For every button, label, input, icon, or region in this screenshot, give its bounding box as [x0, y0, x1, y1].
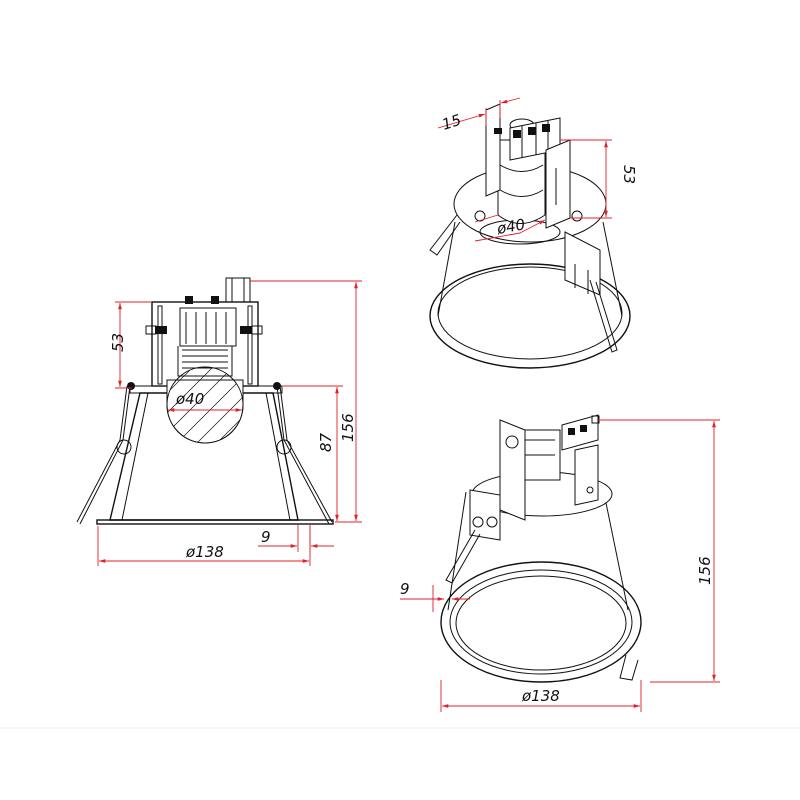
bottom-iso-lamp-holder [519, 414, 600, 506]
top-dim-15: 15 [440, 111, 464, 134]
bottom-dim-138: ø138 [521, 687, 560, 705]
bottom-iso-dimension-labels: 9 156 ø138 [400, 556, 714, 705]
bottom-iso-bracket-and-clips [445, 419, 639, 681]
bottom-iso-dimensions [400, 419, 720, 712]
bottom-dim-9: 9 [400, 580, 410, 598]
side-bulb [166, 366, 244, 444]
side-spring-clips [76, 382, 333, 525]
top-iso-bracket-and-clips [429, 139, 618, 353]
top-dim-40: ø40 [495, 215, 527, 238]
top-iso-dimension-labels: 15 53 ø40 [440, 111, 638, 238]
top-iso-view: 15 53 ø40 [429, 97, 638, 369]
side-dimensions [97, 280, 362, 566]
bottom-dim-156: 156 [696, 556, 714, 585]
top-iso-dimensions [437, 97, 612, 242]
side-dim-53: 53 [109, 333, 127, 352]
side-dim-40: ø40 [175, 390, 204, 408]
top-dim-53: 53 [620, 165, 638, 184]
side-dim-156: 156 [339, 413, 357, 442]
side-dim-87: 87 [317, 432, 335, 452]
bottom-iso-view: 9 156 ø138 [400, 414, 720, 712]
side-view: 53 ø40 87 156 9 ø138 [76, 277, 362, 566]
side-dim-9: 9 [261, 528, 271, 546]
side-lamp-holder [145, 277, 263, 387]
side-dimension-labels: 53 ø40 87 156 9 ø138 [109, 333, 357, 561]
side-dim-138: ø138 [185, 543, 224, 561]
